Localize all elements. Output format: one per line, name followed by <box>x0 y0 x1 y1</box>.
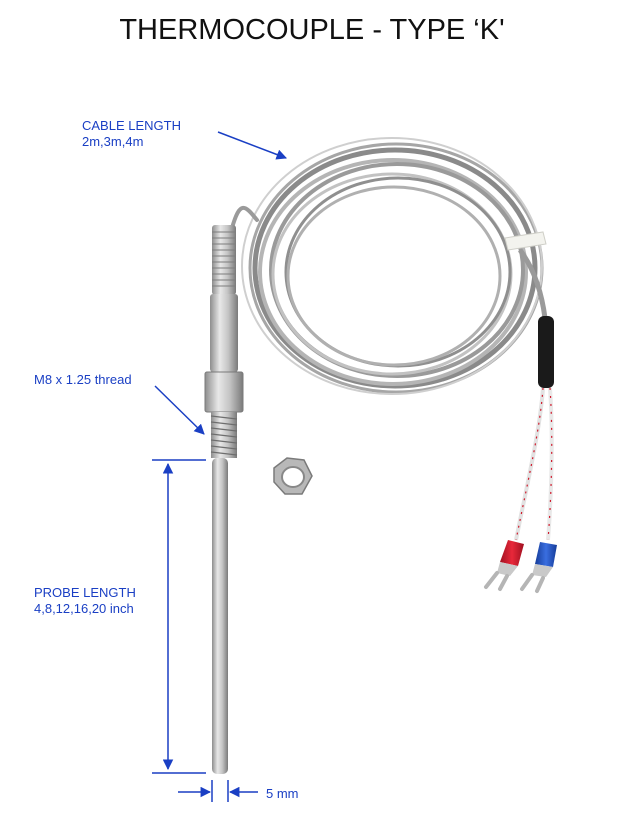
cable-length-arrow <box>217 131 287 160</box>
cable-length-values: 2m,3m,4m <box>82 134 144 149</box>
cable-length-label: CABLE LENGTH 2m,3m,4m <box>82 118 181 150</box>
blue-spade-terminal <box>520 542 557 593</box>
probe-length-heading: PROBE LENGTH <box>34 585 136 600</box>
diameter-dimension <box>178 780 258 802</box>
probe-length-dimension <box>152 459 206 774</box>
thread-arrow <box>154 385 205 435</box>
probe-assembly <box>204 225 244 774</box>
cable-coil <box>230 137 544 395</box>
red-spade-terminal <box>484 540 524 591</box>
cable-length-heading: CABLE LENGTH <box>82 118 181 133</box>
probe-shaft <box>212 458 228 774</box>
page-title: THERMOCOUPLE - TYPE ‘K' <box>119 14 505 46</box>
spring-ridges <box>212 231 236 287</box>
heat-shrink-sleeve <box>538 316 554 388</box>
probe-length-values: 4,8,12,16,20 inch <box>34 601 134 616</box>
cable-tie <box>504 231 547 251</box>
hex-nut <box>273 457 313 495</box>
cable-lead <box>517 248 548 319</box>
hex-fitting <box>204 371 244 413</box>
probe-length-label: PROBE LENGTH 4,8,12,16,20 inch <box>34 585 136 617</box>
terminal-wires <box>514 387 554 541</box>
strain-relief-spring <box>212 225 236 295</box>
diameter-label: 5 mm <box>266 786 299 801</box>
probe-sleeve <box>210 294 238 372</box>
thread-lines <box>210 415 238 456</box>
thread-label: M8 x 1.25 thread <box>34 372 132 387</box>
